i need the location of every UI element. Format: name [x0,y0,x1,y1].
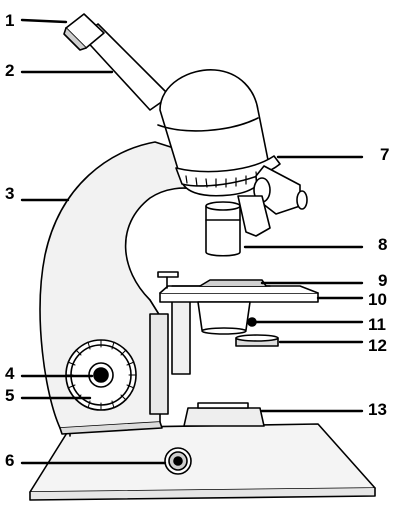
eyepiece-tube [63,13,171,111]
label-9: 9 [378,271,388,290]
label-7: 7 [380,145,390,164]
label-8: 8 [378,235,388,254]
label-3: 3 [5,184,15,203]
stage [157,271,319,303]
label-11: 11 [368,315,386,334]
label-10: 10 [368,290,387,309]
label-13: 13 [368,400,387,419]
label-12: 12 [368,336,387,355]
stage-support [149,299,191,415]
condenser [197,301,257,335]
label-6: 6 [5,451,15,470]
label-4: 4 [5,364,15,383]
light-source [164,447,192,475]
leader-lines [20,18,364,465]
label-2: 2 [5,61,15,80]
label-5: 5 [5,386,15,405]
label-1: 1 [5,11,15,30]
microscope-head [157,69,281,197]
illuminator [183,402,265,427]
objectives [205,165,308,257]
base [29,423,376,501]
iris-diaphragm [235,334,279,347]
